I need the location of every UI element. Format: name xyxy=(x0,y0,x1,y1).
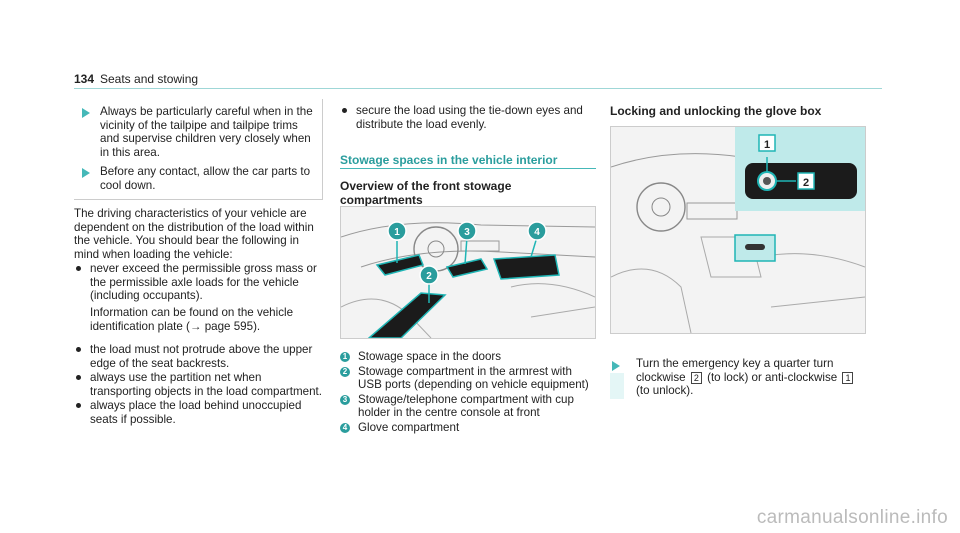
page-header: 134 Seats and stowing xyxy=(74,72,882,86)
glove-box-heading: Locking and unlocking the glove box xyxy=(610,104,822,118)
warning-box: Always be particularly careful when in t… xyxy=(74,99,323,200)
key-lock-ref: 2 xyxy=(690,371,702,384)
identification-plate-note: Information can be found on the vehicle … xyxy=(90,306,294,333)
securing-bullet: secure the load using the tie-down eyes … xyxy=(340,104,596,131)
list-item: never exceed the permissible gross mass … xyxy=(74,262,324,303)
interior-drawing: 1 2 3 4 xyxy=(341,207,595,338)
section-heading: Stowage spaces in the vehicle interior xyxy=(340,153,558,167)
sub-heading: Overview of the front stowage compartmen… xyxy=(340,179,512,207)
step-highlight-bar xyxy=(610,373,624,399)
loading-bullet-list-2: the load must not protrude above the upp… xyxy=(74,343,324,426)
loading-bullet-list: never exceed the permissible gross mass … xyxy=(74,262,324,303)
list-item: the load must not protrude above the upp… xyxy=(74,343,324,370)
arrow-right-icon xyxy=(612,361,620,371)
page-number: 134 xyxy=(74,72,95,86)
arrow-right-icon xyxy=(82,108,90,118)
list-item: always place the load behind unoccupied … xyxy=(74,399,324,426)
watermark: carmanualsonline.info xyxy=(756,507,948,528)
glove-box-illustration: 1 2 xyxy=(610,126,866,334)
callout-label: 2 xyxy=(803,177,809,189)
stowage-overview-illustration: 1 2 3 4 xyxy=(340,206,596,339)
intro-paragraph: The driving characteristics of your vehi… xyxy=(74,207,314,261)
section-title: Seats and stowing xyxy=(100,72,199,86)
header-divider xyxy=(74,88,882,89)
callout-label: 3 xyxy=(464,227,470,238)
list-item: always use the partition net when transp… xyxy=(74,371,324,398)
key-unlock-ref: 1 xyxy=(842,371,854,384)
callout-label: 1 xyxy=(764,139,770,151)
callout-label: 4 xyxy=(534,227,540,238)
arrow-right-icon xyxy=(82,168,90,178)
warning-text: Always be particularly careful when in t… xyxy=(100,105,313,159)
instruction-step: Turn the emergency key a quarter turn cl… xyxy=(636,357,856,398)
list-item: secure the load using the tie-down eyes … xyxy=(340,104,596,131)
section-heading-rule xyxy=(340,168,596,169)
callout-label: 2 xyxy=(426,271,432,282)
glove-box-drawing: 1 2 xyxy=(611,127,865,333)
warning-text: Before any contact, allow the car parts … xyxy=(100,165,311,192)
callout-label: 1 xyxy=(394,227,400,238)
